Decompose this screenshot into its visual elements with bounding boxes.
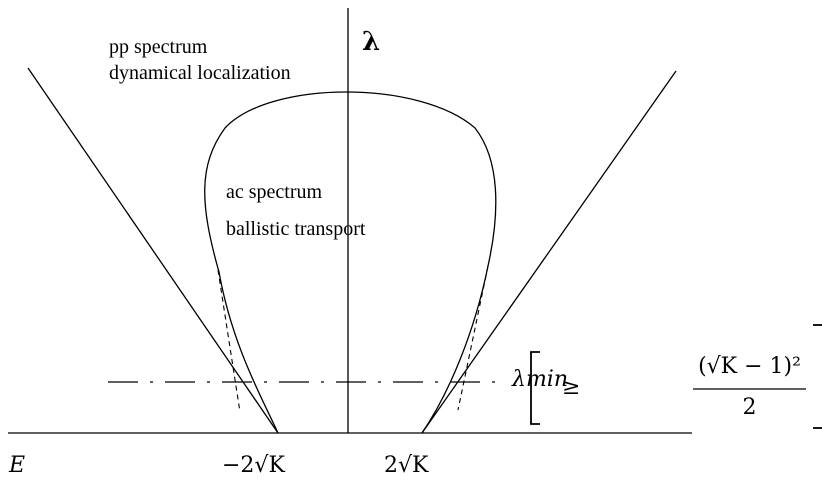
bound-numerator: (√K − 1)² [698, 354, 801, 379]
right-boundary-line [421, 70, 677, 434]
bound-relation: ≥ [562, 375, 581, 400]
neg-band-edge-label: −2√K [222, 453, 285, 478]
left-dashed-line [217, 269, 241, 413]
pos-band-edge-label: 2√K [384, 453, 429, 478]
energy-axis-label: E [9, 453, 26, 478]
dynamical-localization-label: dynamical localization [109, 62, 291, 84]
ac-spectrum-label: ac spectrum [226, 181, 323, 203]
bound-denominator: 2 [742, 395, 757, 420]
left-boundary-line [27, 67, 279, 434]
lambda-min-label: λmin [512, 367, 569, 392]
lambda-axis-label: λ [362, 27, 381, 57]
right-dashed-line [457, 265, 489, 411]
bound-left-bracket [530, 351, 540, 425]
pp-spectrum-label: pp spectrum [109, 36, 208, 58]
ballistic-transport-label: ballistic transport [226, 218, 366, 240]
